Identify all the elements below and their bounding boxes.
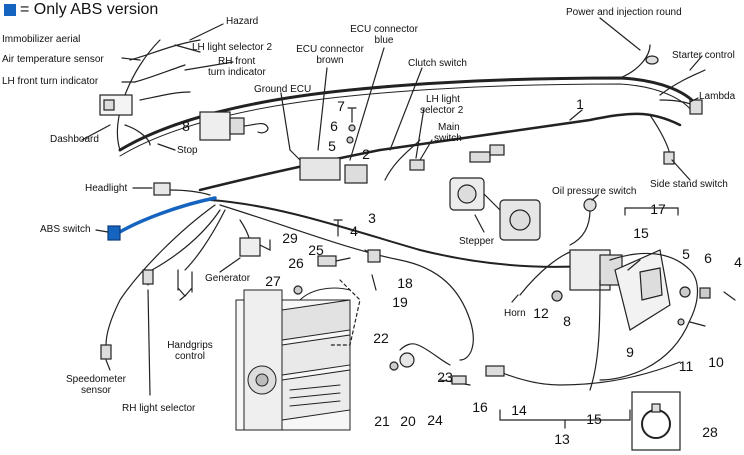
label-rh-light-selector: RH light selector	[122, 403, 196, 414]
label-ecu-connector-blue-line2: blue	[374, 35, 394, 46]
label-ground-ecu: Ground ECU	[254, 84, 312, 95]
throttle-bodies	[449, 177, 541, 241]
callout-5-right: 5	[682, 246, 690, 262]
label-rh-front-turn-indicator-line2: turn indicator	[208, 67, 266, 78]
callout-2: 2	[362, 146, 370, 162]
label-oil-pressure-switch: Oil pressure switch	[552, 186, 637, 197]
callout-26: 26	[288, 255, 304, 271]
callout-22: 22	[373, 330, 389, 346]
callout-15-lower: 15	[586, 411, 602, 427]
lower-harness	[209, 199, 601, 268]
label-starter-control: Starter control	[672, 50, 735, 61]
label-handgrips-control-line2: control	[174, 351, 206, 362]
callout-4: 4	[350, 223, 358, 239]
label-hazard: Hazard	[226, 16, 259, 27]
label-lh-light-selector-2-mid-line2: selector 2	[420, 105, 464, 116]
legend-text: = Only ABS version	[20, 1, 159, 18]
label-stop: Stop	[177, 145, 198, 156]
callout-12: 12	[533, 305, 549, 321]
label-ecu-connector-brown-line2: brown	[316, 55, 344, 66]
callout-19: 19	[392, 294, 408, 310]
label-horn: Horn	[504, 308, 526, 319]
callout-18: 18	[397, 275, 413, 291]
callout-5: 5	[328, 138, 336, 154]
label-lh-light-selector-2-mid-line1: LH light	[426, 94, 460, 105]
callout-29: 29	[282, 230, 298, 246]
callout-25: 25	[308, 242, 324, 258]
callout-6-right: 6	[704, 250, 712, 266]
callout-8: 8	[182, 118, 190, 134]
label-air-temperature-sensor: Air temperature sensor	[2, 54, 104, 65]
label-speedometer-sensor-line2: sensor	[80, 385, 112, 396]
callout-15: 15	[633, 225, 649, 241]
callout-27: 27	[265, 273, 281, 289]
label-headlight: Headlight	[85, 183, 128, 194]
legend: = Only ABS version	[4, 1, 158, 19]
callout-7: 7	[337, 98, 345, 114]
callout-21: 21	[374, 413, 390, 429]
engine-block	[235, 287, 351, 431]
label-generator: Generator	[205, 273, 251, 284]
callout-24: 24	[427, 412, 443, 428]
label-abs-switch: ABS switch	[40, 224, 91, 235]
label-rh-front-turn-indicator-line1: RH front	[218, 56, 256, 67]
callout-14: 14	[511, 402, 527, 418]
label-main-switch-line1: Main	[438, 122, 460, 133]
label-power-and-injection-round: Power and injection round	[566, 7, 682, 18]
label-clutch-switch: Clutch switch	[408, 58, 467, 69]
label-lh-front-turn-indicator: LH front turn indicator	[2, 76, 99, 87]
label-ecu-connector-brown-line1: ECU connector	[296, 44, 364, 55]
label-immobilizer-aerial: Immobilizer aerial	[2, 34, 81, 45]
label-ecu-connector-blue-line1: ECU connector	[350, 24, 418, 35]
callout-23: 23	[437, 369, 453, 385]
label-side-stand-switch: Side stand switch	[650, 179, 728, 190]
callout-10: 10	[708, 354, 724, 370]
callout-16: 16	[472, 399, 488, 415]
label-main-switch-line2: switch	[434, 133, 462, 144]
callout-11: 11	[678, 358, 694, 374]
callout-6: 6	[330, 118, 338, 134]
callout-8-abs-module: 8	[563, 313, 571, 329]
label-stepper: Stepper	[459, 236, 495, 247]
callout-1: 1	[576, 96, 584, 112]
abs-legend-swatch	[4, 4, 16, 16]
callout-17: 17	[650, 201, 666, 217]
callout-9: 9	[626, 344, 634, 360]
callout-13: 13	[554, 431, 570, 447]
callout-4-right: 4	[734, 254, 742, 270]
label-handgrips-control-line1: Handgrips	[167, 340, 213, 351]
callout-28: 28	[702, 424, 718, 440]
label-speedometer-sensor-line1: Speedometer	[65, 374, 127, 385]
callout-3: 3	[368, 210, 376, 226]
label-lambda: Lambda	[699, 91, 736, 102]
upper-harness	[198, 112, 682, 192]
label-lh-light-selector-2-top: LH light selector 2	[192, 42, 273, 53]
label-dashboard: Dashboard	[50, 134, 99, 145]
callout-20: 20	[400, 413, 416, 429]
